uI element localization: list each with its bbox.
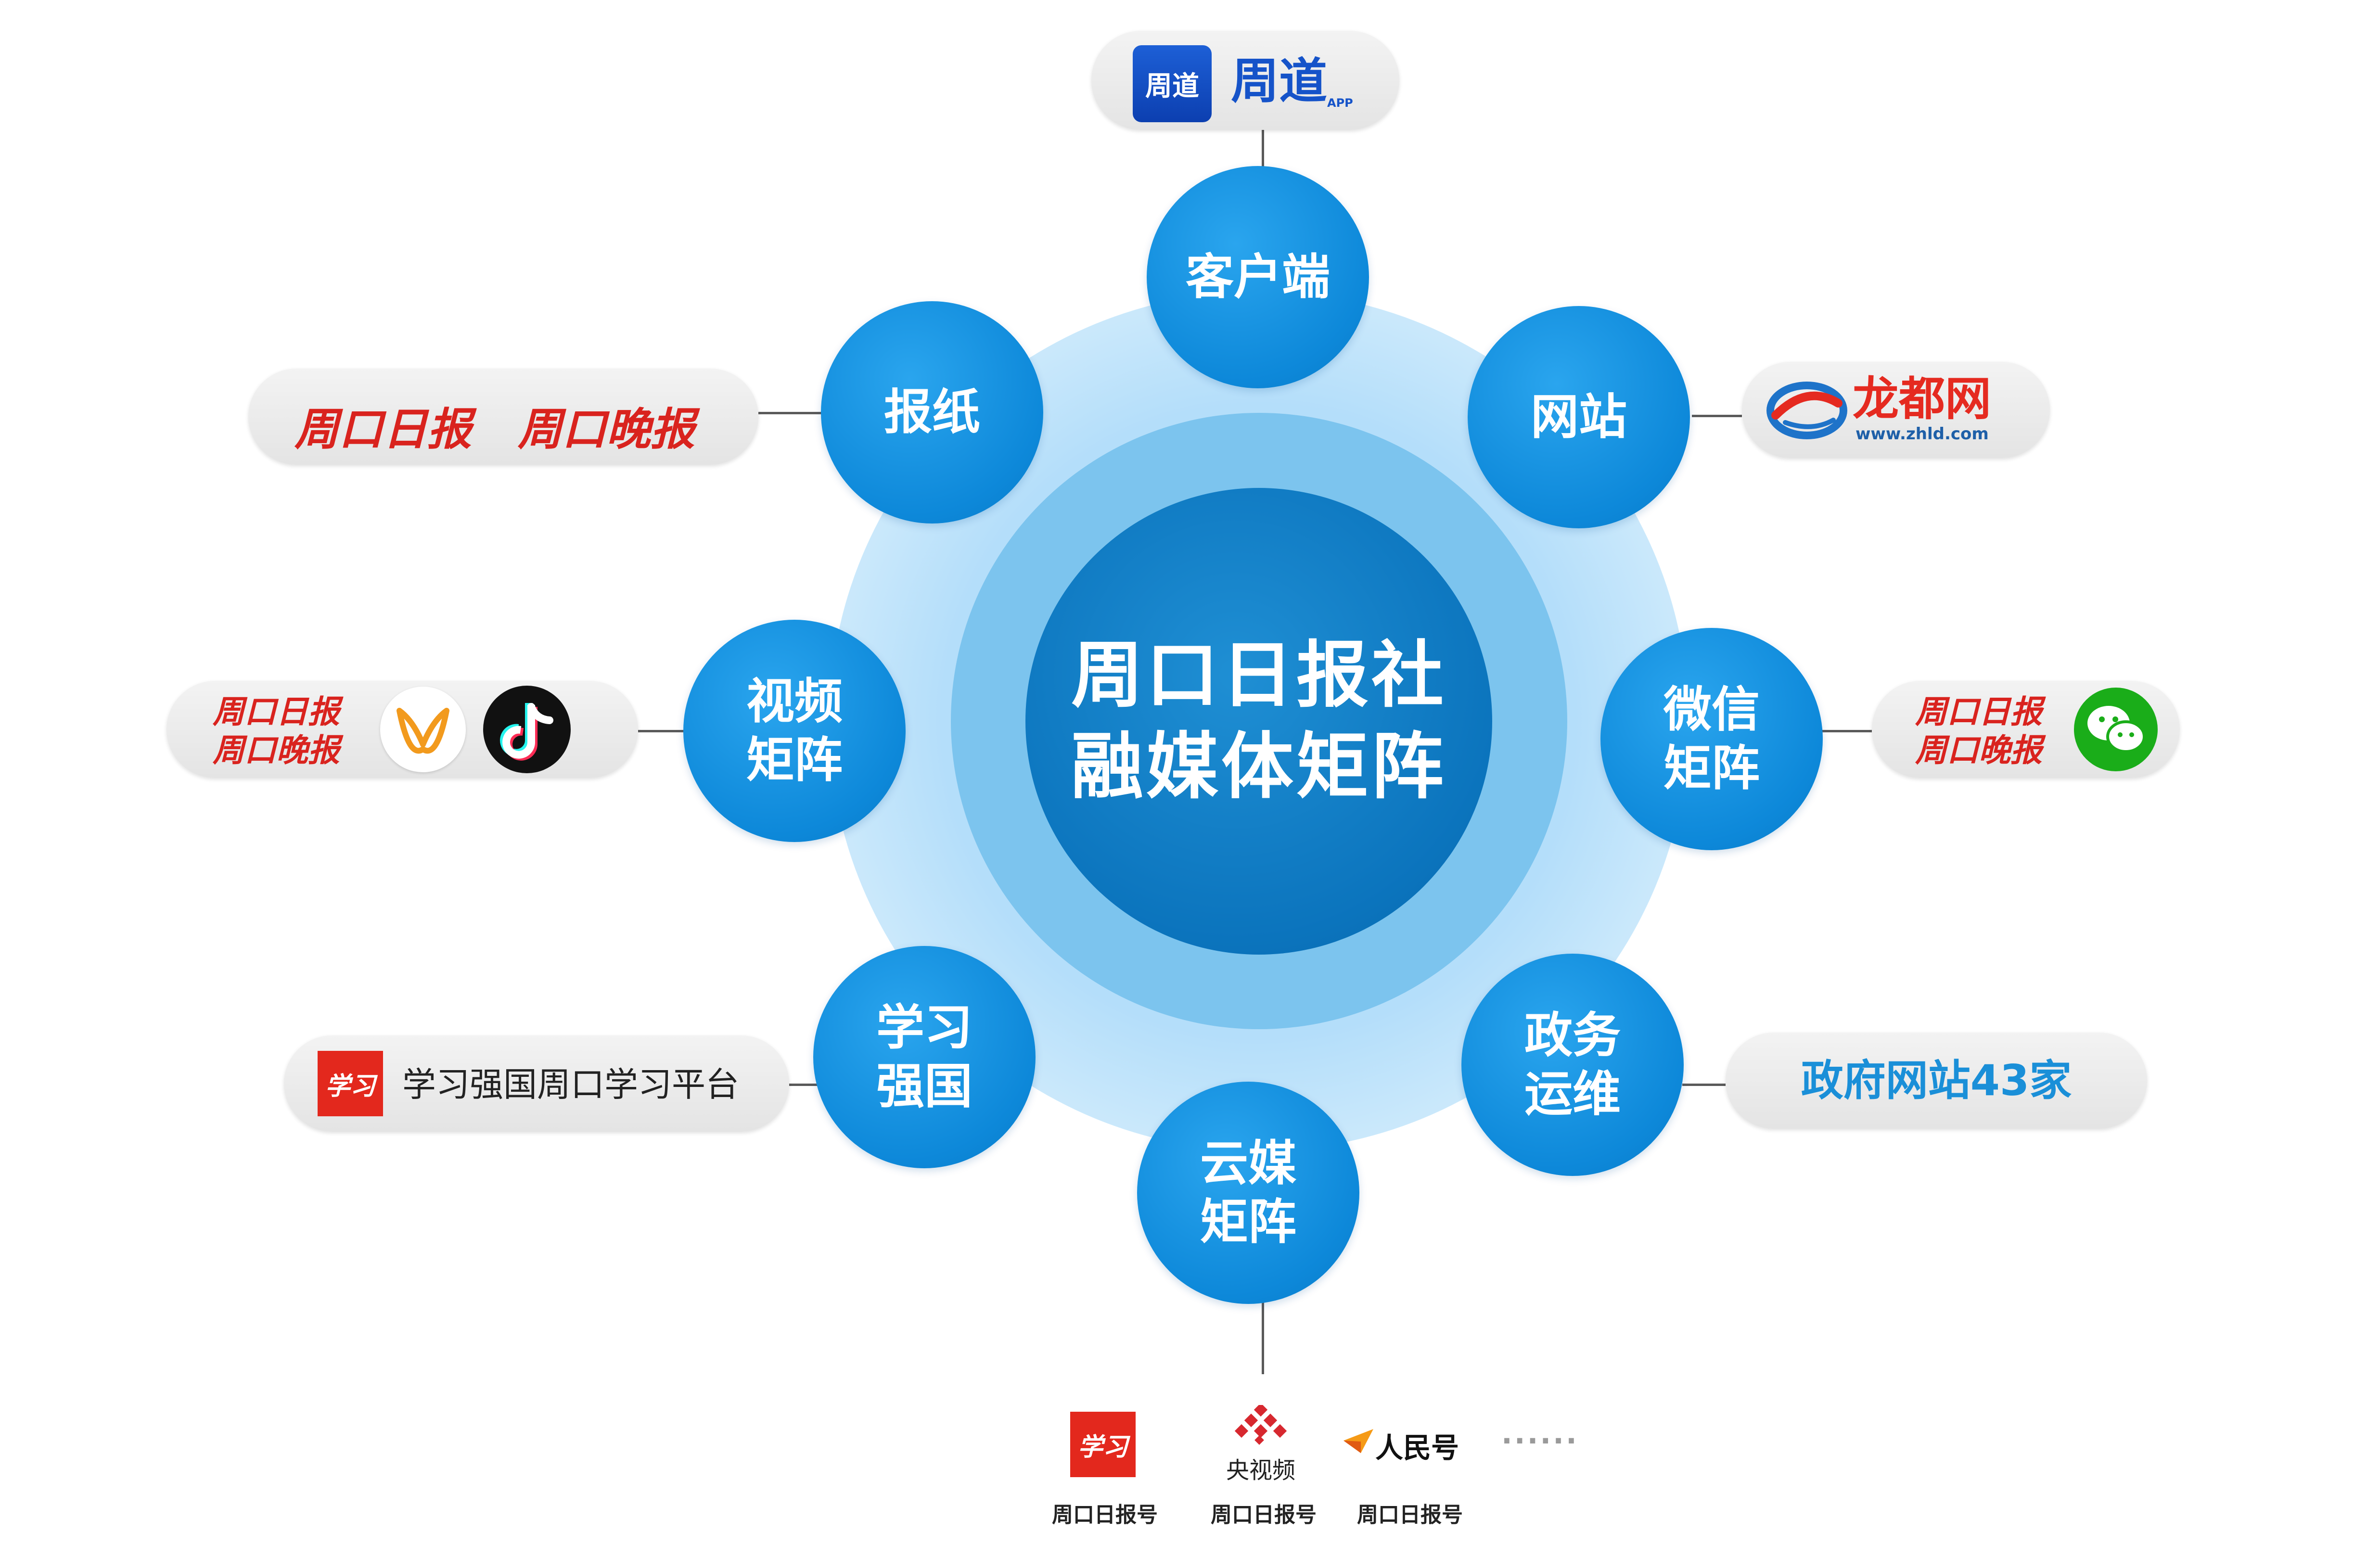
pill-wechat[interactable]: 周口日报 周口晚报 — [1872, 681, 2180, 778]
tiktok-icon — [483, 686, 571, 773]
newspaper-brand-1: 周口日报 — [294, 403, 472, 455]
wechat-icon — [2074, 688, 2158, 771]
connector-website — [1692, 415, 1742, 417]
pill-newspaper[interactable]: 周口日报 周口晚报 — [248, 369, 758, 465]
node-video[interactable]: 视频 矩阵 — [683, 620, 906, 842]
pill-client[interactable]: 周道 周道 APP — [1091, 31, 1399, 130]
renmin-logo-text: 人民号 — [1375, 1431, 1459, 1464]
cctv-video-icon — [1234, 1405, 1287, 1445]
node-gov[interactable]: 政务 运维 — [1461, 954, 1684, 1176]
node-xuexi[interactable]: 学习 强国 — [813, 946, 1036, 1168]
connector-client — [1262, 130, 1264, 173]
node-cloud[interactable]: 云媒 矩阵 — [1137, 1082, 1359, 1304]
node-cloud-label-2: 矩阵 — [1200, 1194, 1296, 1250]
node-client[interactable]: 客户端 — [1147, 166, 1369, 388]
node-website-label: 网站 — [1531, 389, 1627, 445]
node-wechat-label-1: 微信 — [1663, 681, 1760, 738]
node-video-label-2: 矩阵 — [746, 732, 843, 788]
butterfly-logo-icon — [380, 687, 466, 772]
bottom-label-renmin: 周口日报号 — [1357, 1503, 1463, 1527]
xuexi-label: 学习强国周口学习平台 — [402, 1065, 739, 1104]
bottom-label-cctv: 周口日报号 — [1211, 1503, 1317, 1527]
node-newspaper-label: 报纸 — [884, 384, 980, 440]
node-xuexi-label-1: 学习 — [876, 999, 972, 1056]
zhoudao-suffix: APP — [1327, 96, 1353, 110]
newspaper-brand-2: 周口晚报 — [518, 403, 695, 455]
node-newspaper[interactable]: 报纸 — [821, 301, 1043, 524]
node-wechat[interactable]: 微信 矩阵 — [1600, 628, 1823, 850]
renmin-hao-icon — [1344, 1429, 1373, 1453]
node-video-label-1: 视频 — [746, 673, 843, 729]
cctv-logo-text: 央视频 — [1226, 1457, 1296, 1484]
zhoudao-wordmark: 周道 — [1231, 53, 1327, 109]
node-gov-label-2: 运维 — [1524, 1066, 1621, 1122]
zhoudao-icon-text: 周道 — [1145, 70, 1199, 102]
bottom-platform-renmin[interactable]: 人民号 周口日报号 — [1333, 1405, 1487, 1530]
bottom-xuexi-icon-text: 学习 — [1077, 1432, 1128, 1462]
bottom-platform-cctv[interactable]: 央视频 周口日报号 — [1189, 1405, 1333, 1530]
wechat-brand-2: 周口晚报 — [1915, 731, 2042, 769]
video-brand-1: 周口日报 — [213, 693, 340, 730]
bottom-platform-xuexi[interactable]: 学习 周口日报号 — [1030, 1405, 1174, 1530]
connector-video — [638, 730, 686, 732]
pill-website[interactable]: 龙都网 www.zhld.com — [1742, 362, 2050, 458]
node-xuexi-label-2: 强国 — [876, 1058, 972, 1114]
zhoudao-app-icon: 周道 — [1133, 45, 1212, 122]
longdu-name: 龙都网 — [1853, 372, 1991, 426]
node-website[interactable]: 网站 — [1468, 306, 1690, 528]
node-cloud-label-1: 云媒 — [1200, 1135, 1296, 1191]
connector-wechat — [1822, 730, 1872, 732]
pill-gov[interactable]: 政府网站43家 — [1726, 1033, 2147, 1129]
xuexi-icon-text: 学习 — [325, 1071, 375, 1101]
connector-newspaper — [758, 412, 828, 414]
longdu-logo-icon — [1766, 382, 1847, 439]
center-title-line1: 周口日报社 — [1071, 634, 1446, 717]
pill-xuexi[interactable]: 学习 学习强国周口学习平台 — [284, 1035, 789, 1132]
bottom-label-xuexi: 周口日报号 — [1052, 1503, 1158, 1527]
wechat-brand-1: 周口日报 — [1915, 693, 2042, 730]
pill-video[interactable]: 周口日报 周口晚报 — [166, 681, 638, 778]
xuexi-qiangguo-icon: 学习 — [1070, 1412, 1136, 1477]
connector-cloud — [1262, 1302, 1264, 1374]
connector-gov — [1682, 1084, 1726, 1086]
longdu-url: www.zhld.com — [1855, 424, 1989, 444]
node-client-label: 客户端 — [1186, 249, 1330, 305]
center-circle: 周口日报社 融媒体矩阵 — [1025, 488, 1492, 955]
node-wechat-label-2: 矩阵 — [1663, 740, 1760, 796]
center-title-line2: 融媒体矩阵 — [1071, 725, 1446, 809]
xuexi-qiangguo-icon: 学习 — [318, 1051, 383, 1116]
node-gov-label-1: 政务 — [1524, 1007, 1621, 1063]
video-brand-2: 周口晚报 — [213, 731, 340, 769]
bottom-more-dots: ······ — [1501, 1424, 1579, 1458]
gov-label: 政府网站43家 — [1801, 1056, 2072, 1105]
